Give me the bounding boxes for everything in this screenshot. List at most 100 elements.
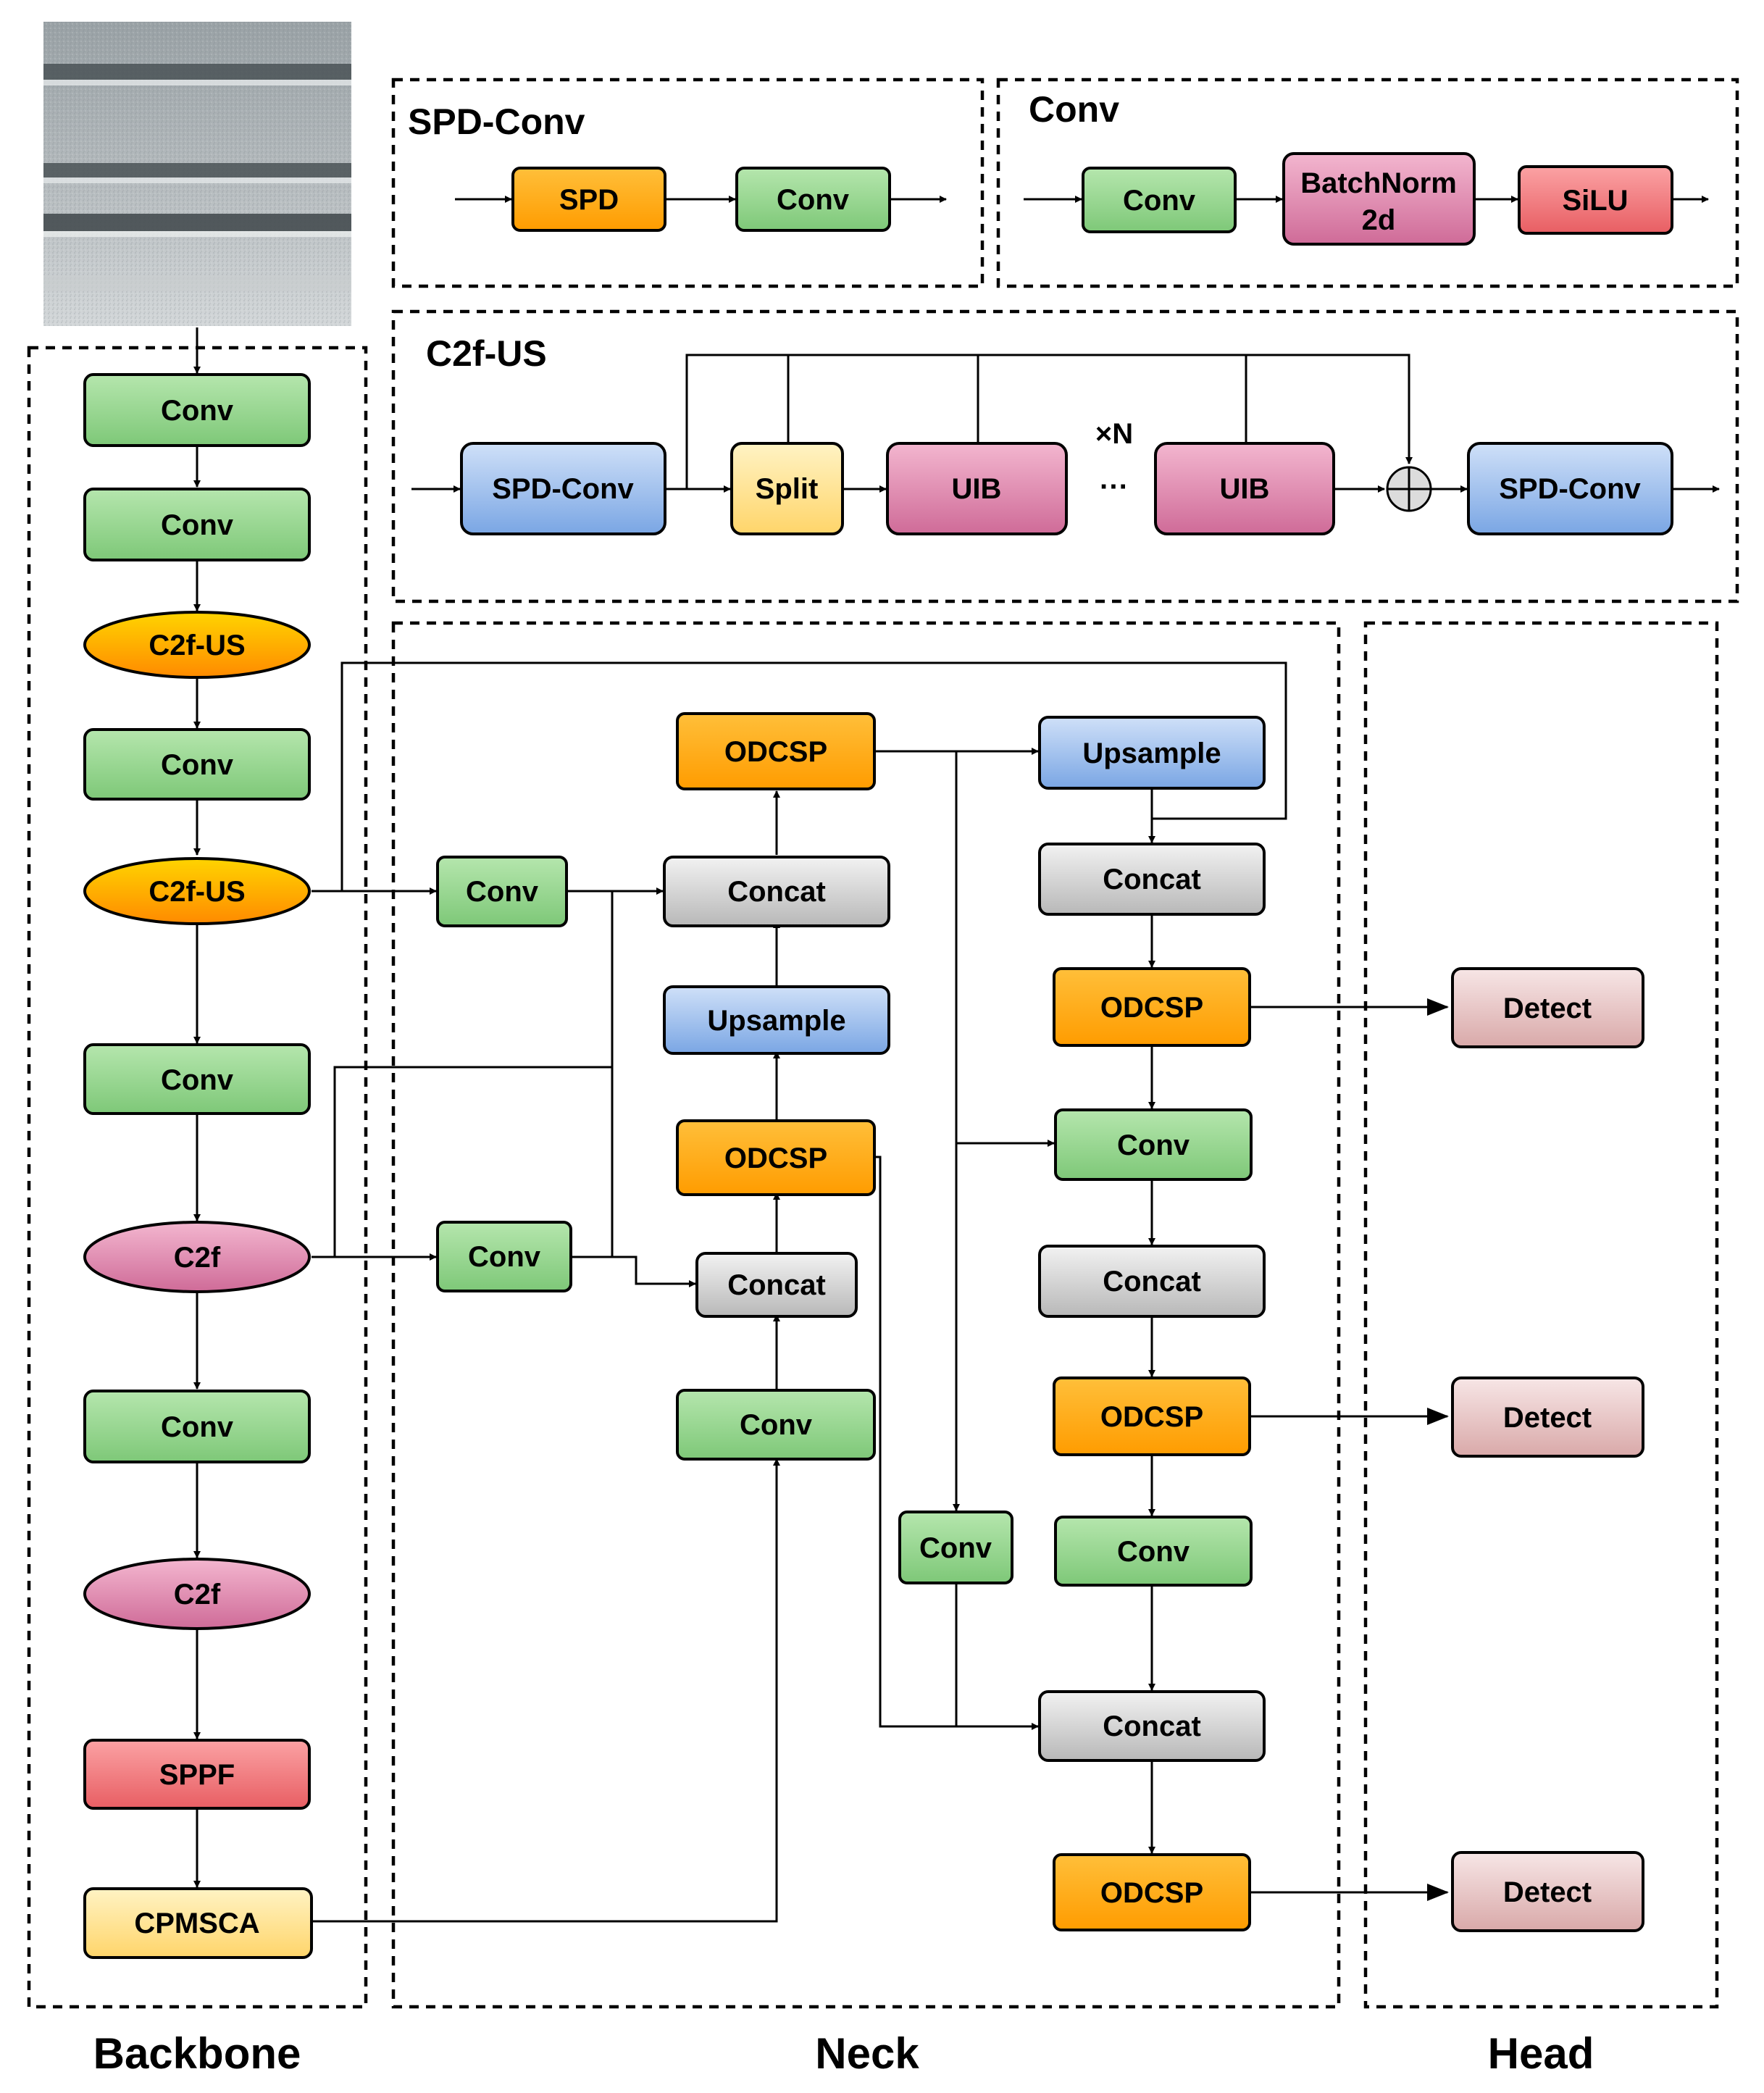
neck-odcsp-r3 — [1053, 1853, 1251, 1931]
c2fus-spdconv-in-block — [460, 442, 666, 535]
split-block — [730, 442, 844, 535]
backbone-c2f-1 — [83, 1221, 311, 1293]
neck-conv-b — [436, 1221, 572, 1292]
neck-conv-a — [436, 856, 568, 927]
backbone-conv-2-label: Conv — [161, 509, 234, 541]
backbone-conv-5-label: Conv — [161, 1411, 234, 1443]
neck-conv-c — [676, 1389, 876, 1461]
connections — [193, 196, 1720, 1923]
neck-odcsp-top — [676, 712, 876, 790]
c2fus-spdconv-in-label: SPD-Conv — [492, 473, 634, 505]
backbone-conv-3-label: Conv — [161, 749, 234, 781]
neck-conv-d — [898, 1511, 1013, 1584]
backbone-label: Backbone — [93, 2029, 301, 2078]
backbone-conv-4 — [83, 1043, 311, 1115]
neck-conv-c-label: Conv — [740, 1409, 813, 1441]
conv-module-title: Conv — [1029, 89, 1119, 130]
head-detect-2 — [1451, 1376, 1644, 1458]
silu-block — [1518, 165, 1673, 235]
neck-upsample-a-label: Upsample — [707, 1005, 845, 1037]
neck-concat-r3 — [1038, 1690, 1266, 1762]
backbone-c2fus-2-label: C2f-US — [149, 876, 245, 908]
head-detect-2-label: Detect — [1503, 1402, 1592, 1434]
backbone-conv-2 — [83, 488, 311, 561]
backbone-conv-1-label: Conv — [161, 395, 234, 427]
backbone-c2fus-1-label: C2f-US — [149, 630, 245, 661]
neck-odcsp-top-label: ODCSP — [724, 736, 827, 768]
backbone-sppf — [83, 1739, 311, 1810]
backbone-conv-1 — [83, 373, 311, 447]
conv-conv-block — [1082, 167, 1237, 233]
neck-odcsp-mid — [676, 1119, 876, 1196]
neck-conv-a-label: Conv — [466, 876, 539, 908]
c2fus-spdconv-out-label: SPD-Conv — [1499, 473, 1641, 505]
uib-block-2 — [1154, 442, 1335, 535]
neck-concat-a — [663, 856, 890, 927]
backbone-c2fus-1 — [83, 611, 311, 679]
neck-conv-r2 — [1054, 1516, 1253, 1587]
head-detect-3-label: Detect — [1503, 1876, 1592, 1908]
neck-odcsp-r1-label: ODCSP — [1100, 992, 1203, 1024]
neck-odcsp-r1 — [1053, 967, 1251, 1047]
spdconv-conv-block — [735, 167, 891, 232]
neck-upsample-b — [1038, 716, 1266, 790]
backbone-sppf-label: SPPF — [159, 1759, 235, 1791]
spdconv-conv-label: Conv — [777, 184, 850, 216]
ellipsis-label: ··· — [1100, 471, 1129, 503]
neck-container — [391, 621, 1341, 2009]
uib-label-1: UIB — [952, 473, 1002, 505]
uib-label-2: UIB — [1220, 473, 1270, 505]
neck-concat-r2-label: Concat — [1103, 1266, 1201, 1298]
neck-conv-r2-label: Conv — [1117, 1536, 1190, 1568]
backbone-cpmsca — [83, 1887, 313, 1959]
head-detect-3 — [1451, 1851, 1644, 1932]
head-detect-1-label: Detect — [1503, 993, 1592, 1024]
split-label: Split — [756, 473, 819, 505]
batchnorm-block — [1282, 152, 1476, 246]
backbone-conv-3 — [83, 728, 311, 801]
c2fus-spdconv-out-block — [1467, 442, 1673, 535]
conv-container — [996, 78, 1739, 288]
neck-odcsp-r2 — [1053, 1376, 1251, 1456]
spd-label: SPD — [559, 184, 619, 216]
neck-conv-r1-label: Conv — [1117, 1129, 1190, 1161]
spd-block — [511, 167, 666, 232]
head-container — [1363, 621, 1719, 2009]
spdconv-container — [391, 78, 985, 288]
conv-conv-label: Conv — [1123, 185, 1196, 217]
head-label: Head — [1488, 2029, 1594, 2078]
uib-block-1 — [886, 442, 1068, 535]
silu-label: SiLU — [1562, 185, 1628, 217]
neck-concat-b — [695, 1252, 858, 1318]
neck-upsample-b-label: Upsample — [1082, 738, 1221, 769]
neck-concat-c-label: Concat — [1103, 864, 1201, 895]
c2fus-container — [391, 309, 1739, 603]
neck-concat-a-label: Concat — [727, 876, 826, 908]
neck-upsample-a — [663, 985, 890, 1055]
batchnorm-label-line2: 2d — [1362, 204, 1396, 236]
neck-conv-b-label: Conv — [468, 1241, 541, 1273]
neck-concat-c — [1038, 843, 1266, 916]
backbone-cpmsca-label: CPMSCA — [134, 1908, 259, 1939]
c2fus-module-title: C2f-US — [426, 333, 547, 374]
neck-concat-r2 — [1038, 1245, 1266, 1318]
neck-odcsp-mid-label: ODCSP — [724, 1142, 827, 1174]
repeat-label: ×N — [1095, 418, 1133, 450]
backbone-c2f-2 — [83, 1558, 311, 1630]
spdconv-module-title: SPD-Conv — [408, 101, 585, 142]
add-icon — [1386, 466, 1432, 512]
backbone-conv-5 — [83, 1390, 311, 1463]
neck-concat-r3-label: Concat — [1103, 1710, 1201, 1742]
backbone-conv-4-label: Conv — [161, 1064, 234, 1096]
batchnorm-label-line1: BatchNorm — [1300, 167, 1457, 199]
neck-label: Neck — [815, 2029, 919, 2078]
backbone-c2f-2-label: C2f — [174, 1579, 221, 1611]
head-detect-1 — [1451, 967, 1644, 1048]
backbone-c2f-1-label: C2f — [174, 1242, 221, 1274]
neck-concat-b-label: Concat — [727, 1269, 826, 1301]
neck-odcsp-r3-label: ODCSP — [1100, 1877, 1203, 1909]
neck-odcsp-r2-label: ODCSP — [1100, 1401, 1203, 1433]
input-image — [43, 22, 351, 326]
backbone-c2fus-2 — [83, 857, 311, 925]
